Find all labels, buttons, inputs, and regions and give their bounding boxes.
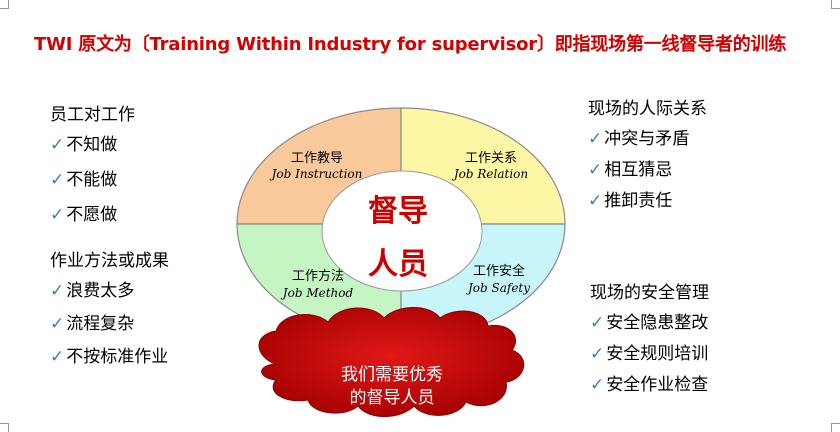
employee-group: 员工对工作 ✓不知做 ✓不能做 ✓不愿做 <box>50 102 169 226</box>
check-icon: ✓ <box>588 160 603 180</box>
method-heading: 作业方法或成果 <box>50 251 169 271</box>
center-label-line2: 人员 <box>368 247 428 282</box>
relation-heading: 现场的人际关系 <box>588 99 707 119</box>
list-item: ✓不知做 <box>50 135 118 155</box>
list-item: ✓安全隐患整改 <box>590 313 709 333</box>
crop-mark <box>0 423 9 432</box>
list-item: ✓相互猜忌 <box>588 160 673 180</box>
cloud-callout: 我们需要优秀 的督导人员 <box>258 307 525 417</box>
check-icon: ✓ <box>588 129 603 149</box>
check-icon: ✓ <box>590 375 605 395</box>
label-job-method-en: Job Method <box>280 286 354 300</box>
check-icon: ✓ <box>50 281 65 301</box>
check-icon: ✓ <box>50 347 65 367</box>
safety-column: 现场的安全管理 ✓安全隐患整改 ✓安全规则培训 ✓安全作业检查 <box>590 280 709 405</box>
relation-column: 现场的人际关系 ✓冲突与矛盾 ✓相互猜忌 ✓推卸责任 <box>588 96 707 221</box>
list-item: ✓流程复杂 <box>50 314 135 334</box>
list-item: ✓不愿做 <box>50 205 118 225</box>
list-item: ✓浪费太多 <box>50 281 135 301</box>
check-icon: ✓ <box>590 313 605 333</box>
label-job-method-cn: 工作方法 <box>292 268 344 284</box>
list-item: ✓不能做 <box>50 170 118 190</box>
label-job-safety-cn: 工作安全 <box>473 263 525 279</box>
label-job-safety-en: Job Safety <box>465 281 530 295</box>
cloud-text-line2: 的督导人员 <box>350 388 435 408</box>
list-item: ✓安全作业检查 <box>590 375 709 395</box>
label-job-relation-en: Job Relation <box>451 167 528 181</box>
cloud-text-line1: 我们需要优秀 <box>341 365 443 385</box>
employee-heading: 员工对工作 <box>50 105 135 125</box>
check-icon: ✓ <box>50 205 65 225</box>
method-group: 作业方法或成果 ✓浪费太多 ✓流程复杂 ✓不按标准作业 <box>50 248 169 368</box>
list-item: ✓不按标准作业 <box>50 347 169 367</box>
list-item: ✓推卸责任 <box>588 191 673 211</box>
center-circle <box>321 170 483 292</box>
check-icon: ✓ <box>590 344 605 364</box>
label-job-instruction-en: Job Instruction <box>269 167 363 181</box>
check-icon: ✓ <box>50 314 65 334</box>
left-column: 员工对工作 ✓不知做 ✓不能做 ✓不愿做 作业方法或成果 ✓浪费太多 ✓流程复杂… <box>50 102 169 379</box>
safety-heading: 现场的安全管理 <box>590 283 709 303</box>
crop-mark <box>831 0 840 9</box>
label-job-relation-cn: 工作关系 <box>465 151 517 166</box>
list-item: ✓安全规则培训 <box>590 344 709 364</box>
page-title: TWI 原文为〔Training Within Industry for sup… <box>34 34 787 55</box>
check-icon: ✓ <box>50 170 65 190</box>
center-label-line1: 督导 <box>368 194 428 229</box>
label-job-instruction-cn: 工作教导 <box>291 150 343 166</box>
check-icon: ✓ <box>588 191 603 211</box>
crop-mark <box>831 423 840 432</box>
list-item: ✓冲突与矛盾 <box>588 129 690 149</box>
crop-mark <box>0 0 9 9</box>
check-icon: ✓ <box>50 135 65 155</box>
